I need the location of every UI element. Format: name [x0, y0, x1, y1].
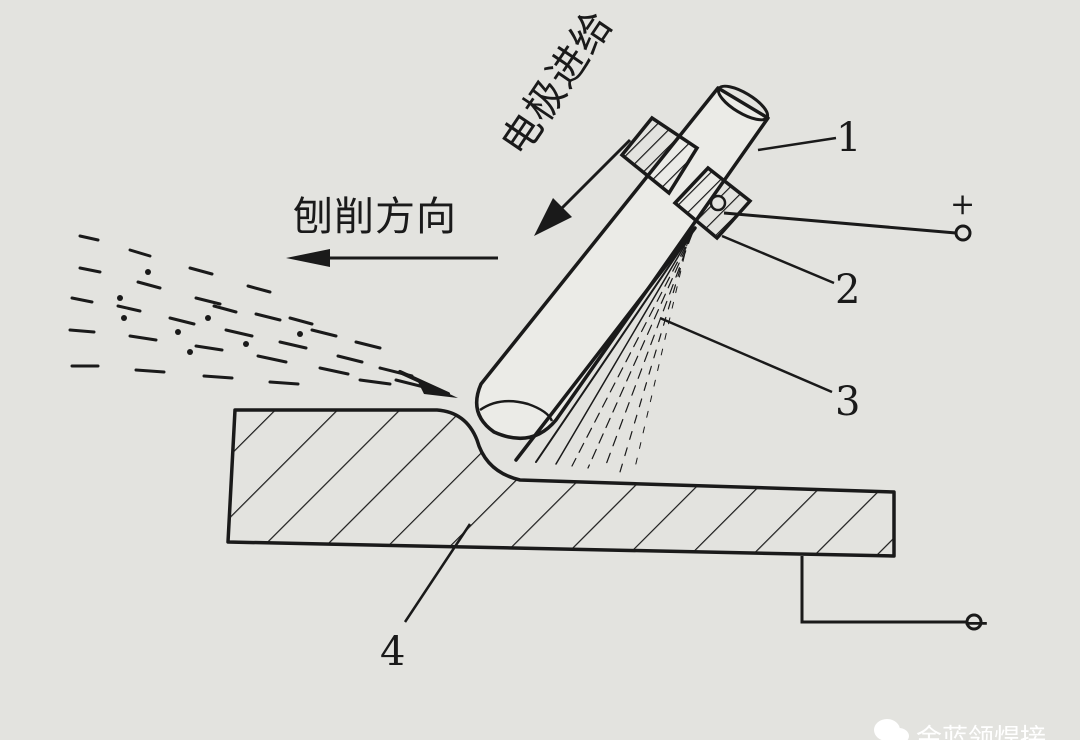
electrode-clamp-upper: [619, 115, 700, 196]
negative-terminal-icon: [965, 613, 983, 631]
leader-lines: [403, 136, 837, 623]
part-label-4: 4: [380, 629, 406, 675]
positive-lead: [723, 211, 972, 242]
watermark: 金蓝领焊接: [868, 712, 1080, 740]
watermark-text: 金蓝领焊接: [916, 724, 1047, 740]
electrode-feed-arrow: [534, 138, 632, 236]
part-label-3: 3: [835, 379, 861, 425]
workpiece: [226, 408, 896, 558]
electrode-holder: [672, 165, 753, 241]
spray-arrowhead: [416, 378, 458, 398]
positive-terminal-icon: [954, 224, 972, 242]
wechat-icon: [874, 719, 909, 740]
part-label-1: 1: [836, 115, 862, 161]
carbon-electrode: [474, 84, 770, 440]
part-label-2: 2: [835, 267, 861, 313]
positive-polarity-label: +: [950, 187, 976, 222]
molten-metal-spray: [68, 234, 450, 396]
compressed-air-jet: [514, 226, 697, 473]
negative-lead: [800, 556, 983, 631]
gouging-direction-arrow: [286, 249, 498, 267]
spray-droplets: [117, 269, 303, 355]
gouging-direction-label: 刨削方向: [293, 194, 457, 240]
negative-polarity-label: −: [962, 603, 991, 643]
